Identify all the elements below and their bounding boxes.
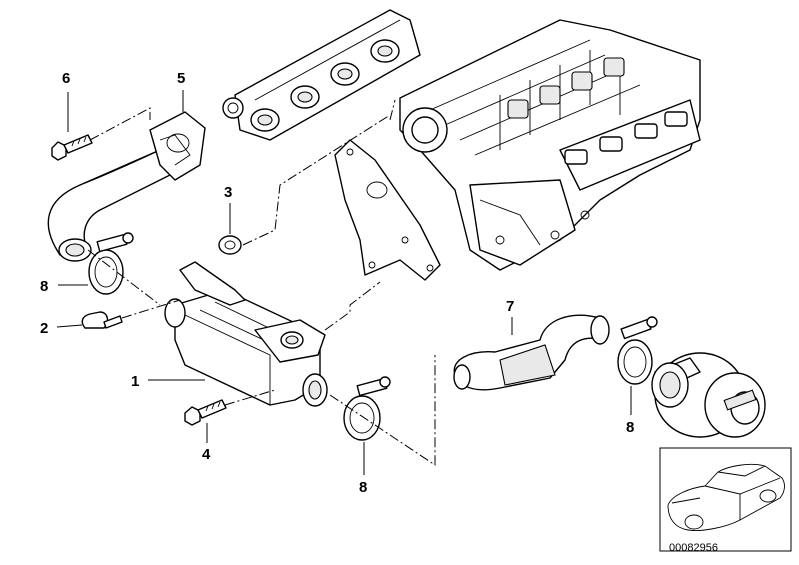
callout-labels: 6 5 3 8 2 1 4 7 8 8 — [40, 70, 634, 496]
hose-clamp-upper-left — [88, 232, 134, 295]
callout-2: 2 — [40, 320, 48, 337]
egr-pipe-5 — [47, 111, 206, 262]
callout-8-bottom: 8 — [359, 479, 367, 496]
washer-3 — [218, 235, 242, 255]
egr-cooler-1 — [164, 261, 328, 407]
callout-3: 3 — [224, 184, 232, 201]
car-thumbnail: 00082956 — [659, 447, 792, 554]
callout-8-right: 8 — [626, 419, 634, 436]
callout-1: 1 — [131, 373, 139, 390]
callout-8-left: 8 — [40, 278, 48, 295]
bolt-2 — [81, 311, 123, 329]
bolt-6 — [51, 134, 93, 161]
callout-6: 6 — [62, 70, 70, 87]
callout-7: 7 — [506, 298, 514, 315]
egr-valve — [651, 352, 766, 438]
hose-clamp-lower-center — [343, 376, 391, 441]
bolt-4 — [184, 399, 227, 426]
assembly-lines — [87, 99, 436, 466]
leader-lines — [56, 90, 632, 475]
car-image-part-number: 00082956 — [669, 542, 718, 554]
mounting-bracket — [334, 139, 441, 281]
callout-4: 4 — [202, 446, 211, 463]
car-sketch-icon — [667, 463, 785, 531]
engine-cylinder-head — [399, 19, 701, 271]
hose-clamp-right — [617, 316, 658, 385]
egr-pipe-7 — [453, 314, 610, 391]
exhaust-manifold — [222, 9, 421, 141]
callout-5: 5 — [177, 70, 185, 87]
